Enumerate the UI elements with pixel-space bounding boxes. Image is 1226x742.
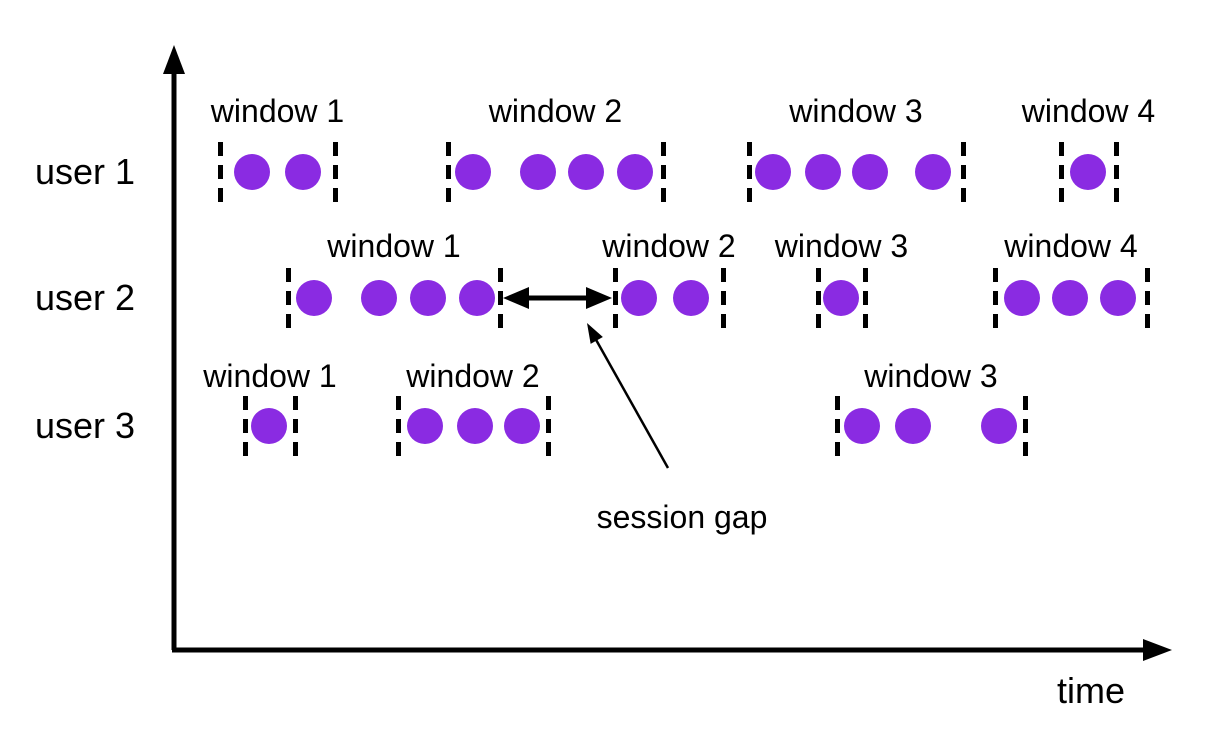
row3-window3-event-dot-3 — [981, 408, 1017, 444]
row1-window4-start-boundary — [1059, 142, 1064, 202]
row2-window1-event-dot-3 — [410, 280, 446, 316]
row1-window3-event-dot-3 — [852, 154, 888, 190]
row1-window2-event-dot-4 — [617, 154, 653, 190]
row3-window2-event-dot-3 — [504, 408, 540, 444]
row2-window1-event-dot-2 — [361, 280, 397, 316]
row3-window3-start-boundary — [835, 396, 840, 456]
row1-window4-event-dot-1 — [1070, 154, 1106, 190]
row2-window3-event-dot-1 — [823, 280, 859, 316]
session-gap-pointer-arrowhead — [587, 323, 603, 344]
row2-window1-event-dot-4 — [459, 280, 495, 316]
row3-window-label-3: window 3 — [864, 358, 998, 394]
row2-window2-start-boundary — [613, 268, 618, 328]
row3-window2-start-boundary — [396, 396, 401, 456]
row2-window2-end-boundary — [721, 268, 726, 328]
row1-window1-event-dot-1 — [234, 154, 270, 190]
row2-window4-event-dot-3 — [1100, 280, 1136, 316]
row2-window4-end-boundary — [1145, 268, 1150, 328]
row2-window4-start-boundary — [993, 268, 998, 328]
row1-window-label-1: window 1 — [210, 93, 345, 129]
row1-window2-event-dot-2 — [520, 154, 556, 190]
row1-window1-end-boundary — [333, 142, 338, 202]
row2-window-label-4: window 4 — [1004, 228, 1138, 264]
row1-window-label-2: window 2 — [488, 93, 623, 129]
time-axis-label: time — [1056, 670, 1125, 711]
row2-window2-event-dot-1 — [621, 280, 657, 316]
session-gap-arrowhead-left — [503, 287, 529, 309]
row2-window-label-3: window 3 — [774, 228, 909, 264]
y-axis-arrowhead — [163, 45, 185, 74]
row1-window2-event-dot-3 — [568, 154, 604, 190]
row1-window3-event-dot-1 — [755, 154, 791, 190]
row2-window3-end-boundary — [863, 268, 868, 328]
row3-window1-end-boundary — [293, 396, 298, 456]
row3-window1-event-dot-1 — [251, 408, 287, 444]
row3-window3-event-dot-1 — [844, 408, 880, 444]
session-gap-arrowhead-right — [586, 287, 612, 309]
row2-window-label-1: window 1 — [327, 228, 461, 264]
row1-window1-start-boundary — [218, 142, 223, 202]
row1-window3-event-dot-2 — [805, 154, 841, 190]
row1-window3-end-boundary — [961, 142, 966, 202]
row2-window-label-2: window 2 — [602, 228, 736, 264]
row2-window2-event-dot-2 — [673, 280, 709, 316]
row3-window3-event-dot-2 — [895, 408, 931, 444]
row2-window3-start-boundary — [816, 268, 821, 328]
row1-window2-start-boundary — [446, 142, 451, 202]
row3-window-label-1: window 1 — [203, 358, 337, 394]
row3-window2-event-dot-2 — [457, 408, 493, 444]
row1-window3-start-boundary — [747, 142, 752, 202]
row-label-1: user 1 — [35, 151, 136, 192]
row3-window3-end-boundary — [1023, 396, 1028, 456]
row2-window4-event-dot-2 — [1052, 280, 1088, 316]
row-label-3: user 3 — [35, 405, 136, 446]
session-gap-label: session gap — [596, 499, 768, 535]
session-gap-pointer-line — [588, 328, 670, 469]
row1-window-label-4: window 4 — [1021, 93, 1156, 129]
row-label-2: user 2 — [35, 277, 136, 318]
row2-window4-event-dot-1 — [1004, 280, 1040, 316]
row3-window2-end-boundary — [546, 396, 551, 456]
row3-window2-event-dot-1 — [407, 408, 443, 444]
row2-window1-start-boundary — [286, 268, 291, 328]
row2-window1-event-dot-1 — [296, 280, 332, 316]
row2-window1-end-boundary — [498, 268, 503, 328]
row1-window3-event-dot-4 — [915, 154, 951, 190]
row1-window-label-3: window 3 — [789, 93, 923, 129]
row1-window1-event-dot-2 — [285, 154, 321, 190]
row3-window1-start-boundary — [243, 396, 248, 456]
x-axis-arrowhead — [1143, 639, 1172, 661]
row3-window-label-2: window 2 — [406, 358, 540, 394]
row1-window2-event-dot-1 — [455, 154, 491, 190]
row1-window4-end-boundary — [1114, 142, 1119, 202]
row1-window2-end-boundary — [661, 142, 666, 202]
